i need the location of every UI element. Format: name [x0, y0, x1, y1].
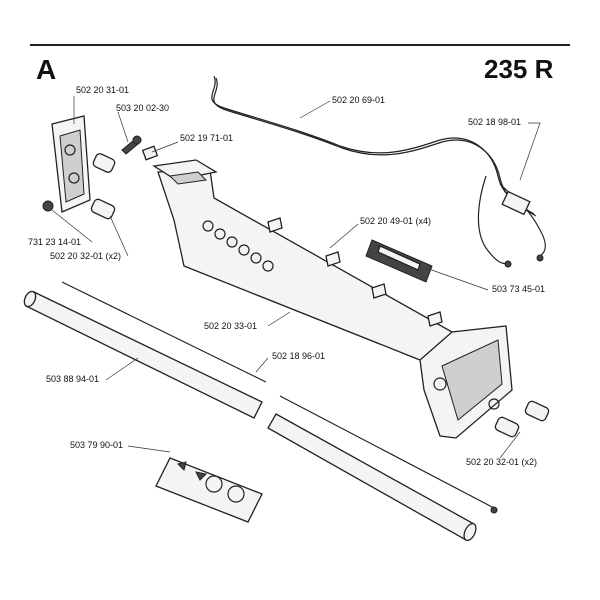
- callout-leaders: [51, 96, 541, 459]
- plug-right-lower: [494, 416, 520, 438]
- callout-p3: 502 19 71-01: [180, 133, 234, 143]
- section-letter: A: [36, 54, 57, 85]
- wire-harness-part: [477, 175, 546, 268]
- header-rule: [30, 44, 570, 46]
- callout-p13: 503 79 90-01: [70, 440, 124, 450]
- throttle-cable-part: [211, 75, 535, 215]
- cable-clips-part: [267, 217, 443, 327]
- callout-p11: 502 18 96-01: [272, 351, 326, 361]
- hex-nut-part: [42, 200, 54, 212]
- screw-part: [121, 135, 142, 155]
- drive-shaft-part: [61, 281, 498, 514]
- callout-p10: 502 20 33-01: [204, 321, 258, 331]
- callout-p4: 502 20 69-01: [332, 95, 386, 105]
- callout-p5: 502 18 98-01: [468, 117, 522, 127]
- plug-left-upper: [92, 153, 116, 173]
- brand-decal-part: [365, 239, 433, 283]
- callout-p9: 503 73 45-01: [492, 284, 546, 294]
- plug-left-lower: [90, 198, 116, 220]
- clip-nut-part: [141, 145, 159, 161]
- callout-p8: 502 20 32-01 (x2): [50, 251, 122, 261]
- callout-p12: 503 88 94-01: [46, 374, 100, 384]
- warning-decal-part: [155, 457, 263, 523]
- model-title: 235 R: [484, 54, 554, 84]
- callout-p7: 731 23 14-01: [28, 237, 82, 247]
- handle-half-part: [51, 115, 91, 213]
- callout-p1: 502 20 31-01: [76, 85, 130, 95]
- shaft-tube-part: [23, 290, 477, 542]
- tube-housing-part: [152, 159, 513, 439]
- callout-p14: 502 20 32-01 (x2): [466, 457, 538, 467]
- callout-p6: 502 20 49-01 (x4): [360, 216, 432, 226]
- callout-p2: 503 20 02-30: [116, 103, 170, 113]
- plug-right-upper: [524, 400, 550, 422]
